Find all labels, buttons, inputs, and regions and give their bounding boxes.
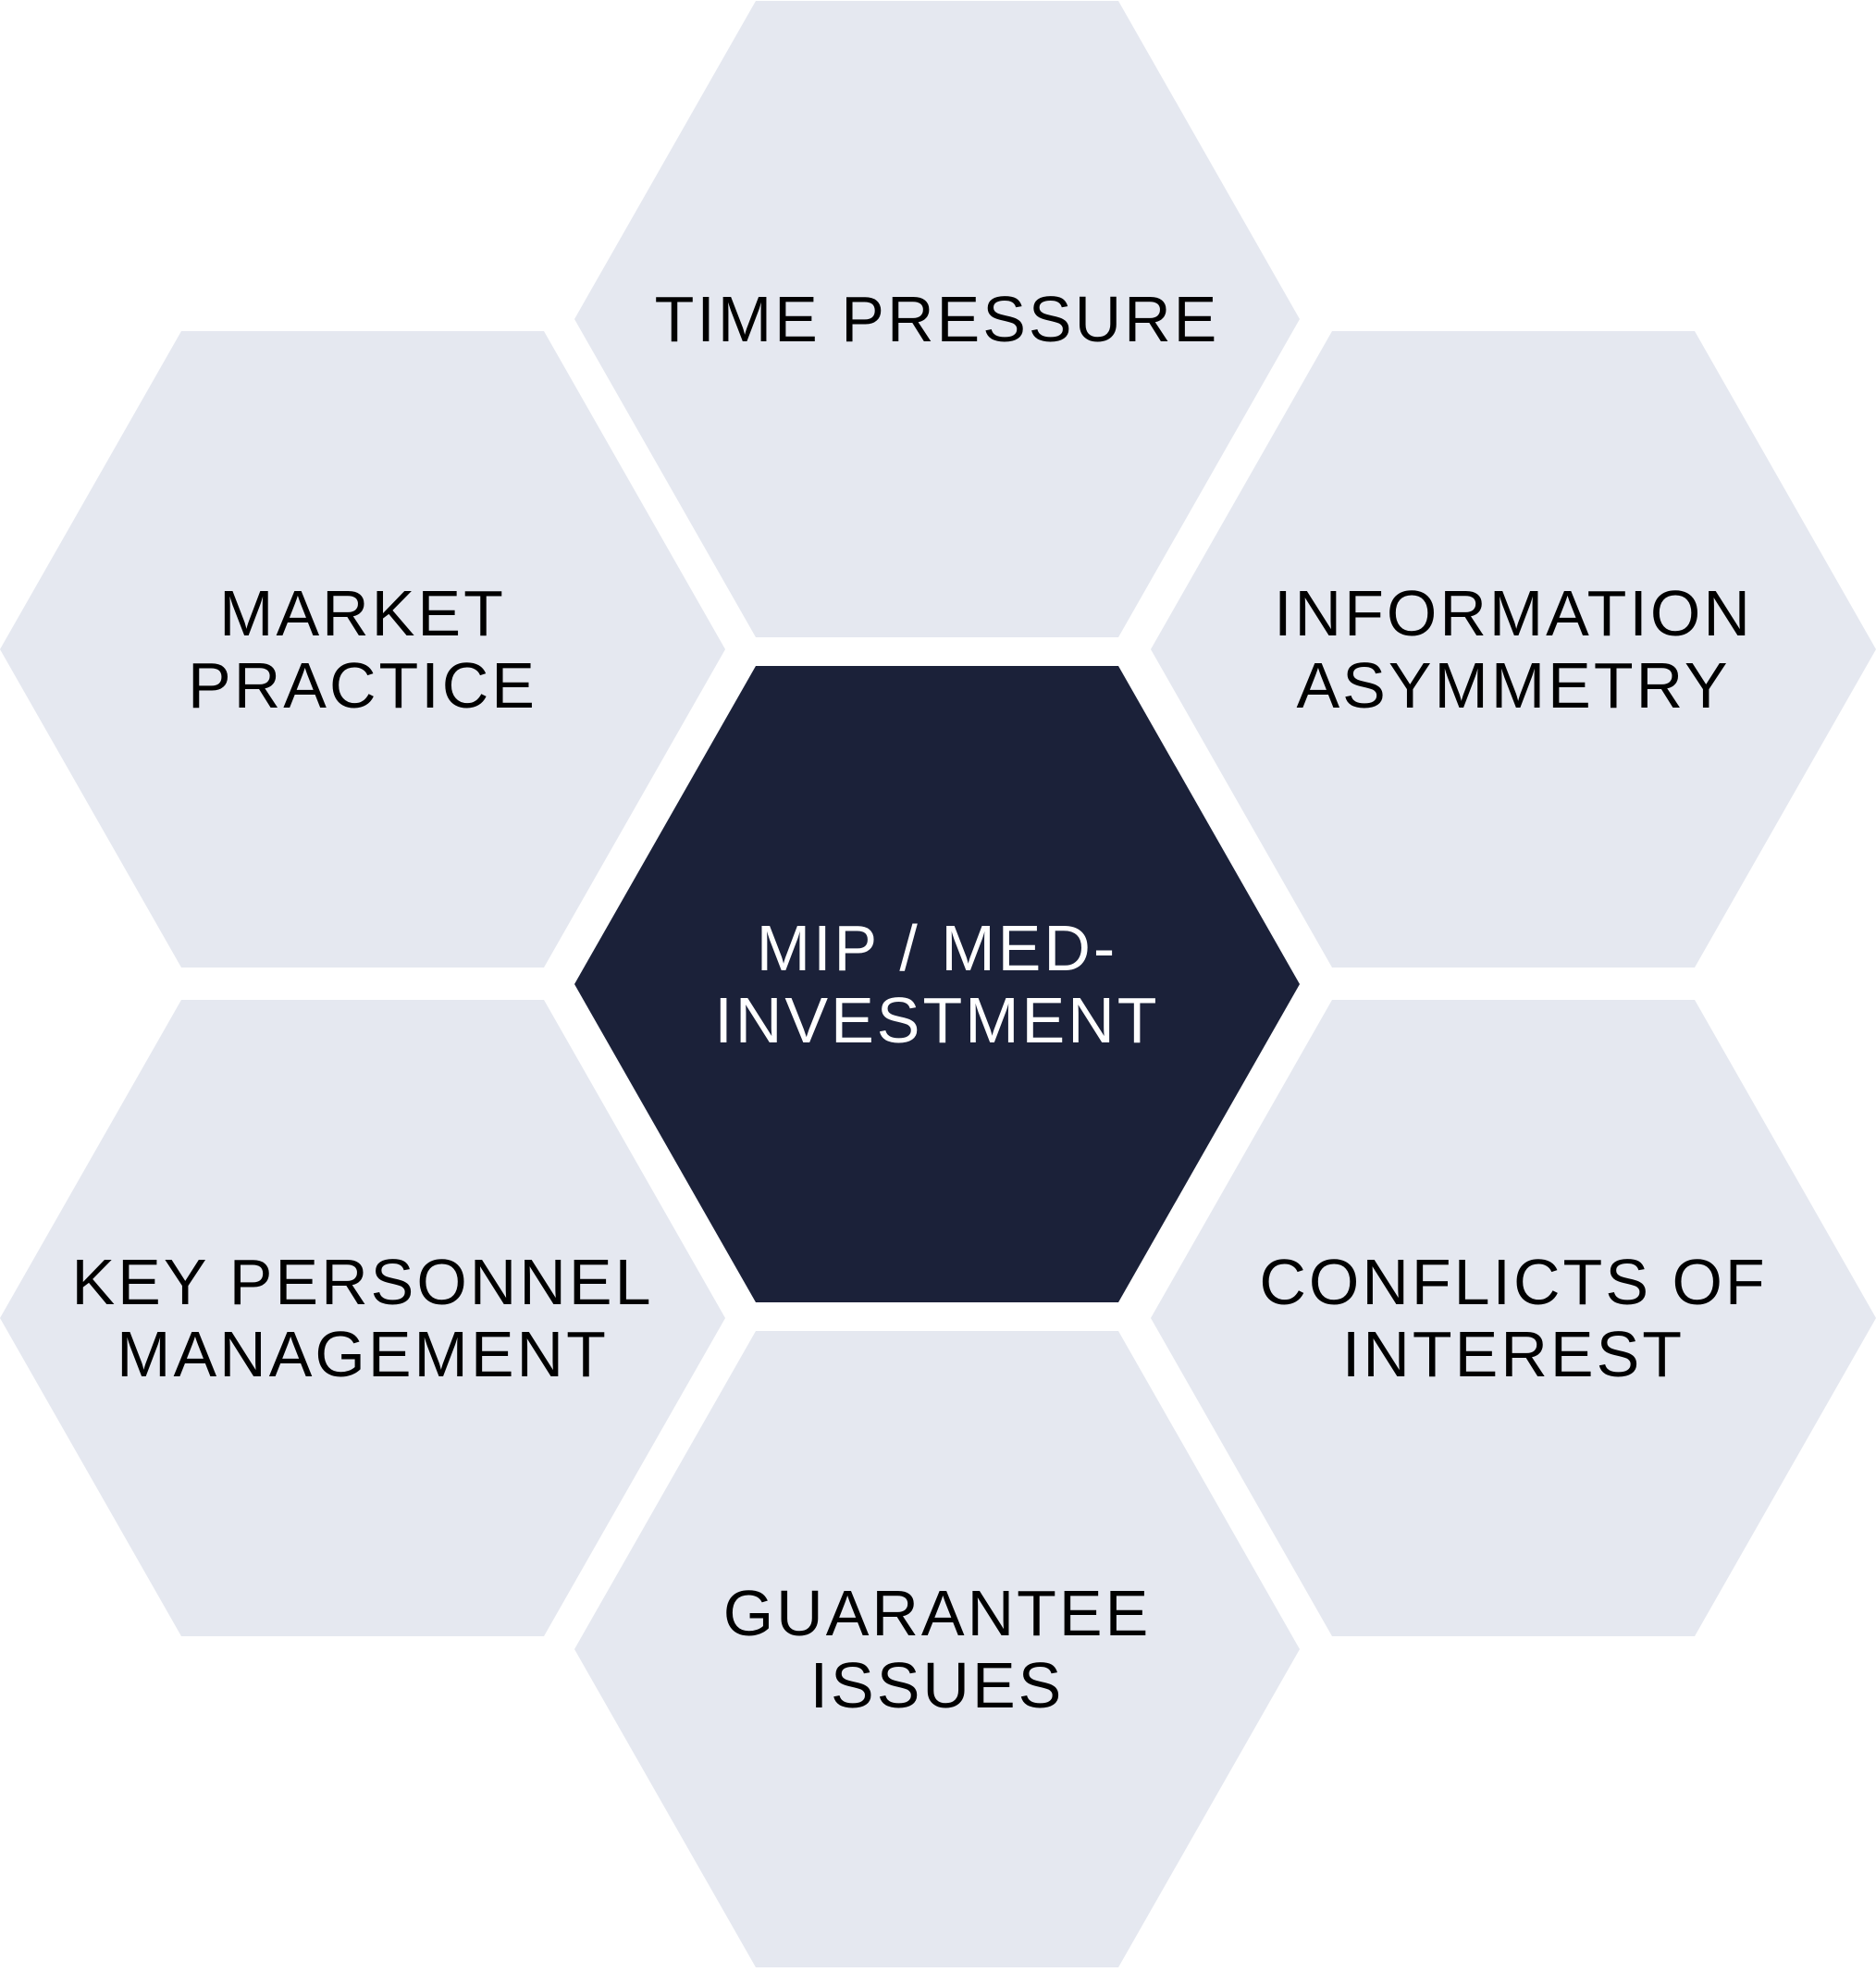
hex-market-practice-label-line: MARKET — [219, 577, 506, 649]
hex-guarantee-issues-label-line: ISSUES — [810, 1649, 1065, 1721]
hex-information-asymmetry-label-line: ASYMMETRY — [1296, 649, 1730, 721]
hex-market-practice-label-line: PRACTICE — [188, 649, 537, 721]
hex-guarantee-issues-label-line: GUARANTEE — [723, 1577, 1152, 1649]
hex-conflicts-of-interest-label-line: INTEREST — [1342, 1318, 1685, 1390]
hex-center-mip-med-investment-label-line: MIP / MED- — [757, 912, 1117, 984]
hex-conflicts-of-interest-shape — [1151, 1000, 1876, 1636]
hex-key-personnel-management-label-line: KEY PERSONNEL — [71, 1246, 653, 1318]
hex-market-practice-shape — [0, 331, 725, 968]
hex-center-mip-med-investment: MIP / MED-INVESTMENT — [574, 666, 1300, 1302]
hex-center-mip-med-investment-label-line: INVESTMENT — [714, 984, 1159, 1056]
hex-center-mip-med-investment-shape — [574, 666, 1300, 1302]
hex-key-personnel-management-label-line: MANAGEMENT — [117, 1318, 609, 1390]
hex-time-pressure: TIME PRESSURE — [574, 1, 1300, 637]
hex-guarantee-issues-shape — [574, 1331, 1300, 1967]
hex-information-asymmetry-shape — [1151, 331, 1876, 968]
hex-information-asymmetry-label-line: INFORMATION — [1274, 577, 1753, 649]
hex-time-pressure-label-line: TIME PRESSURE — [655, 283, 1220, 355]
hex-time-pressure-shape — [574, 1, 1300, 637]
hex-key-personnel-management-shape — [0, 1000, 725, 1636]
hex-conflicts-of-interest-label-line: CONFLICTS OF — [1259, 1246, 1767, 1318]
